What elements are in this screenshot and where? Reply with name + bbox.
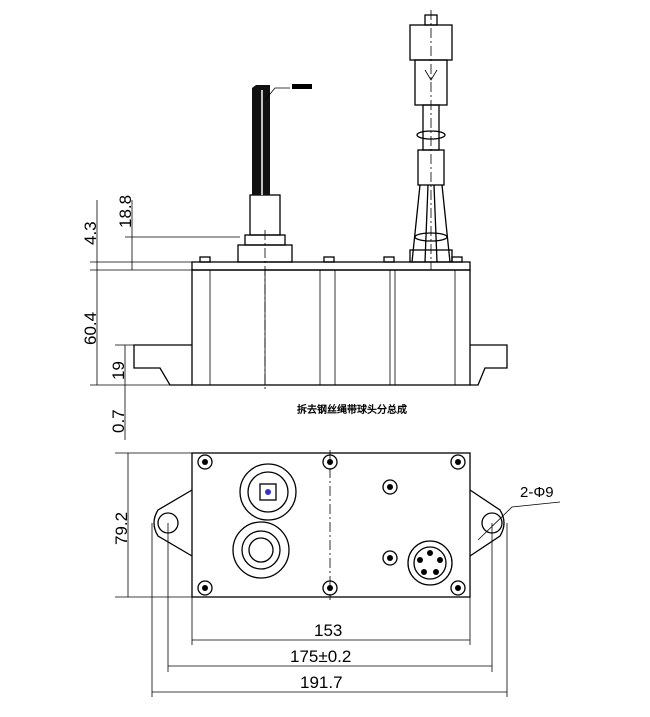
- dim-19: 19: [109, 361, 128, 380]
- dim-60.4: 60.4: [81, 312, 100, 345]
- dim-holes: 2-Φ9: [520, 484, 554, 501]
- screws: [197, 454, 466, 596]
- connector-assembly: [409, 10, 453, 270]
- side-view: 4.3 18.8 60.4 19 0.7 拆去钢丝绳带球头分总成: [81, 10, 508, 440]
- dim-79.2: 79.2: [112, 512, 131, 545]
- cable-assembly: [237, 84, 312, 390]
- dim-153: 153: [314, 621, 342, 640]
- dim-4.3: 4.3: [81, 221, 100, 245]
- dim-0.7: 0.7: [109, 409, 128, 433]
- dim-175: 175±0.2: [290, 647, 351, 666]
- dim-191.7: 191.7: [300, 673, 343, 692]
- top-view: 79.2 153 175±0.2 191.7 2-Φ9: [112, 450, 561, 697]
- dim-18.8: 18.8: [116, 195, 135, 228]
- cable-label: [292, 84, 312, 89]
- side-view-caption: 拆去钢丝绳带球头分总成: [297, 403, 407, 416]
